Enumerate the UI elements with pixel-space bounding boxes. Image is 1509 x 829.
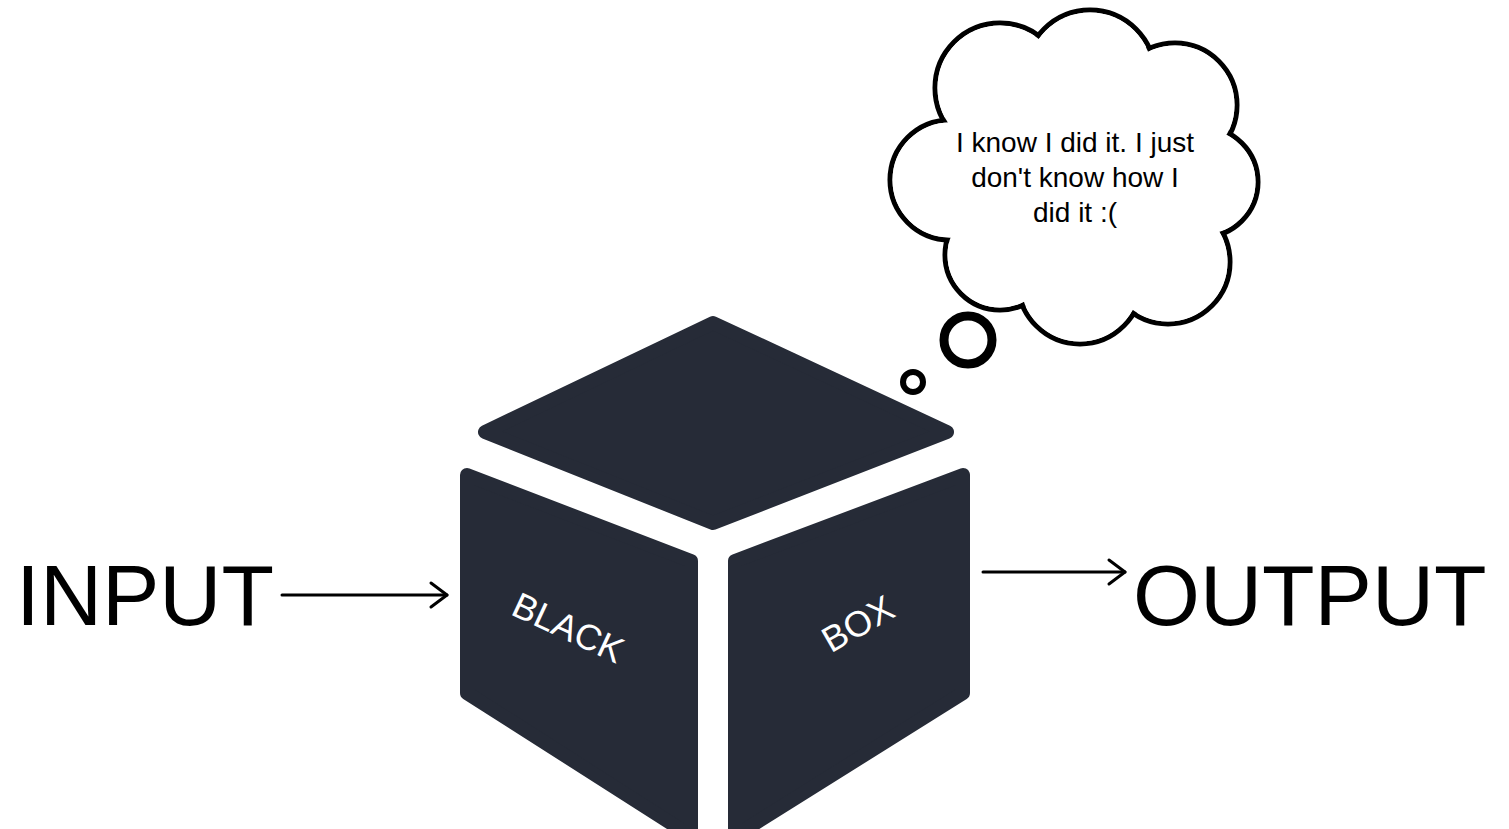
cube-face-label: BOX	[816, 589, 900, 658]
arrow-head	[1109, 560, 1125, 584]
flow-arrow	[282, 583, 447, 607]
flow-arrow	[983, 560, 1125, 584]
cube-right-face	[735, 475, 963, 829]
black-box-cube	[467, 323, 963, 829]
thought-trail-large	[944, 316, 992, 364]
thought-text: I know I did it. I just don't know how I…	[953, 125, 1198, 230]
thought-trail-small	[903, 372, 923, 392]
arrow-head	[431, 583, 447, 607]
input-label: INPUT	[16, 552, 274, 638]
cube-left-face	[467, 475, 691, 829]
connector-line	[282, 594, 447, 597]
thought-cloud	[890, 10, 1258, 392]
cube-face-label: BLACK	[507, 587, 629, 670]
connector-line	[983, 571, 1125, 574]
io-label: INPUT	[16, 552, 274, 638]
output-label: OUTPUT	[1133, 552, 1487, 638]
cube-top-face	[485, 323, 947, 523]
black-box: BLACK BOX	[455, 315, 975, 829]
io-label: OUTPUT	[1133, 552, 1487, 638]
thought-bubble: I know I did it. I just don't know how I…	[885, 5, 1265, 350]
